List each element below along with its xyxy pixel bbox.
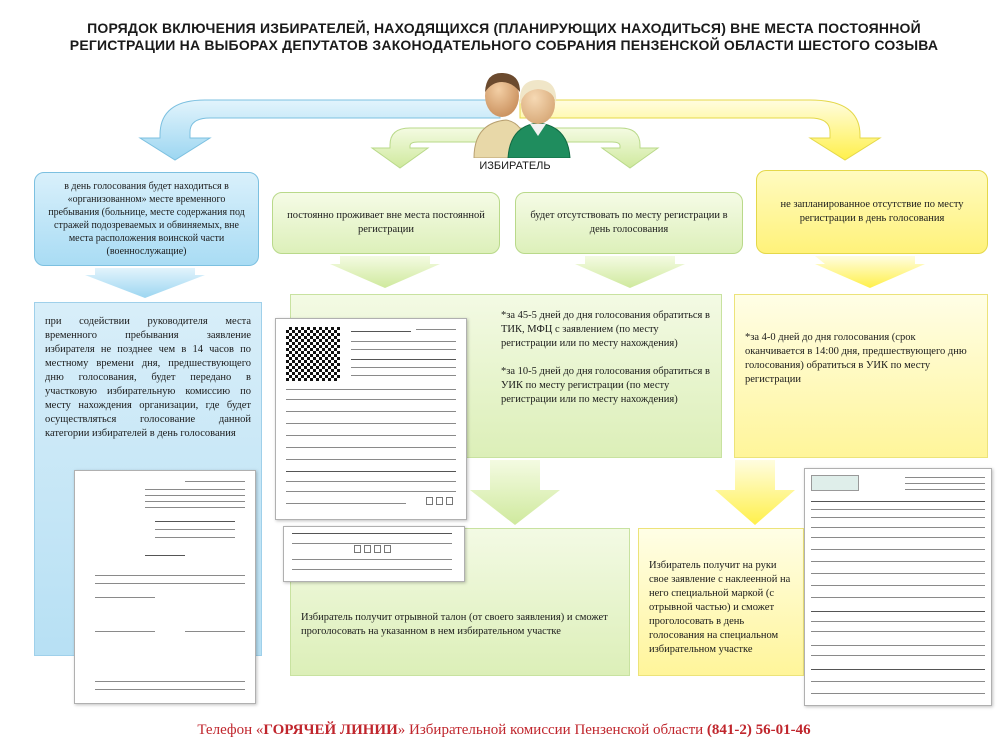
qr-code (286, 327, 340, 381)
procedure-green-2: *за 10-5 дней до дня голосования обратит… (501, 366, 710, 405)
green-down-arrow-1 (330, 256, 440, 288)
procedure-yellow: *за 4-0 дней до дня голосования (срок ок… (734, 294, 988, 458)
title-line-2: РЕГИСТРАЦИИ НА ВЫБОРАХ ДЕПУТАТОВ ЗАКОНОД… (69, 37, 939, 53)
green-down-arrow-2 (575, 256, 685, 288)
page-title: ПОРЯДОК ВКЛЮЧЕНИЯ ИЗБИРАТЕЛЕЙ, НАХОДЯЩИХ… (0, 20, 1008, 54)
footer-phone: (841-2) 56-01-46 (706, 722, 811, 738)
green-branch-arrow (370, 127, 660, 169)
application-form-image-1 (275, 318, 467, 520)
hotline-footer: Телефон «ГОРЯЧЕЙ ЛИНИИ» Избирательной ко… (0, 722, 1008, 739)
voter-label: ИЗБИРАТЕЛЬ (479, 160, 551, 172)
branch-unplanned-absence: не запланированное отсутствие по месту р… (756, 170, 988, 254)
yellow-result-arrow (715, 460, 795, 525)
result-yellow: Избиратель получит на руки свое заявлени… (638, 528, 804, 676)
procedure-green-1: *за 45-5 дней до дня голосования обратит… (501, 310, 710, 349)
branch-organized-place: в день голосования будет находиться в «о… (34, 172, 259, 266)
blue-branch-arrow (138, 99, 501, 161)
footer-middle: » Избирательной комиссии Пензенской обла… (397, 722, 707, 738)
result-green-text: Избиратель получит отрывной талон (от св… (301, 612, 608, 637)
yellow-down-arrow (815, 256, 925, 288)
green-result-arrow (470, 460, 560, 525)
branch-lives-elsewhere: постоянно проживает вне места постоянной… (272, 192, 500, 254)
footer-hotline: ГОРЯЧЕЙ ЛИНИИ (263, 722, 398, 738)
detachable-coupon-image (283, 526, 465, 582)
voters-people-icon (473, 72, 571, 158)
result-yellow-text: Избиратель получит на руки свое заявлени… (649, 560, 791, 655)
branch-will-be-absent: будет отсутствовать по месту регистрации… (515, 192, 743, 254)
procedure-yellow-text: *за 4-0 дней до дня голосования (срок ок… (745, 332, 967, 385)
referral-letter-image (74, 470, 256, 704)
title-line-1: ПОРЯДОК ВКЛЮЧЕНИЯ ИЗБИРАТЕЛЕЙ, НАХОДЯЩИХ… (87, 20, 921, 36)
yellow-branch-arrow (519, 99, 882, 161)
footer-prefix: Телефон « (197, 722, 264, 738)
blue-down-arrow (85, 268, 205, 298)
application-form-image-2 (804, 468, 992, 706)
